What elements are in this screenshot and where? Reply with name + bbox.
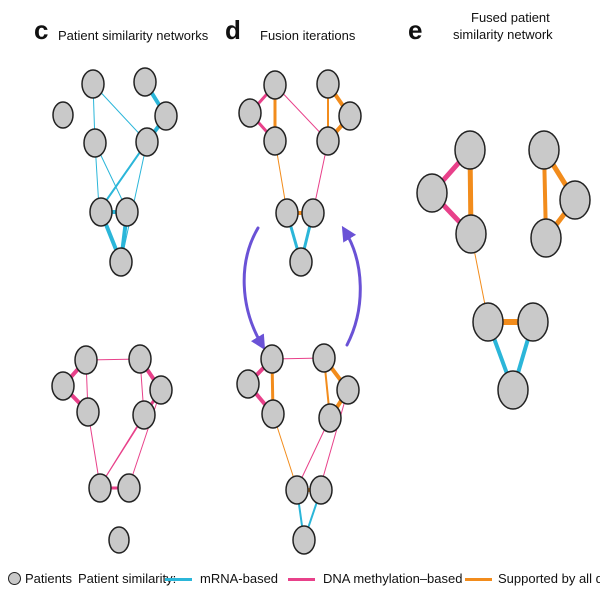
patient-node-icon [8,572,21,585]
legend-mrna-line [165,578,192,581]
patient-nodes [416,130,591,410]
legend-methylation-label: DNA methylation–based [323,571,463,586]
network-e-fused [416,130,591,410]
panel-letter-c: c [34,15,49,45]
legend-patients-label: Patients [25,571,72,586]
legend-methylation-line [288,578,315,581]
panel-title-d: Fusion iterations [260,28,356,43]
arrow-up-icon [341,225,362,347]
legend-similarity-label: Patient similarity: [78,571,177,586]
arrow-down-icon [242,226,266,351]
fusion-arrows [242,225,362,351]
network-d-iteration-top [238,69,362,277]
network-diagram [51,67,591,555]
panel-title-c: Patient similarity networks [58,28,209,43]
legend-all-data-line [465,578,492,581]
patient-nodes [236,343,360,555]
panel-title-e-line1: Fused patient [471,10,550,25]
legend-mrna-label: mRNA-based [200,571,279,586]
patient-nodes [51,344,173,554]
patient-nodes [238,69,362,277]
patient-nodes [52,67,178,277]
panel-title-e-line2: similarity network [453,27,553,42]
network-d-iteration-bottom [236,343,360,555]
panel-letter-e: e [408,15,423,45]
panel-letter-d: d [225,15,241,45]
network-c-mrna [52,67,178,277]
legend-all-data-label: Supported by all data [498,571,600,586]
network-c-methylation [51,344,173,554]
